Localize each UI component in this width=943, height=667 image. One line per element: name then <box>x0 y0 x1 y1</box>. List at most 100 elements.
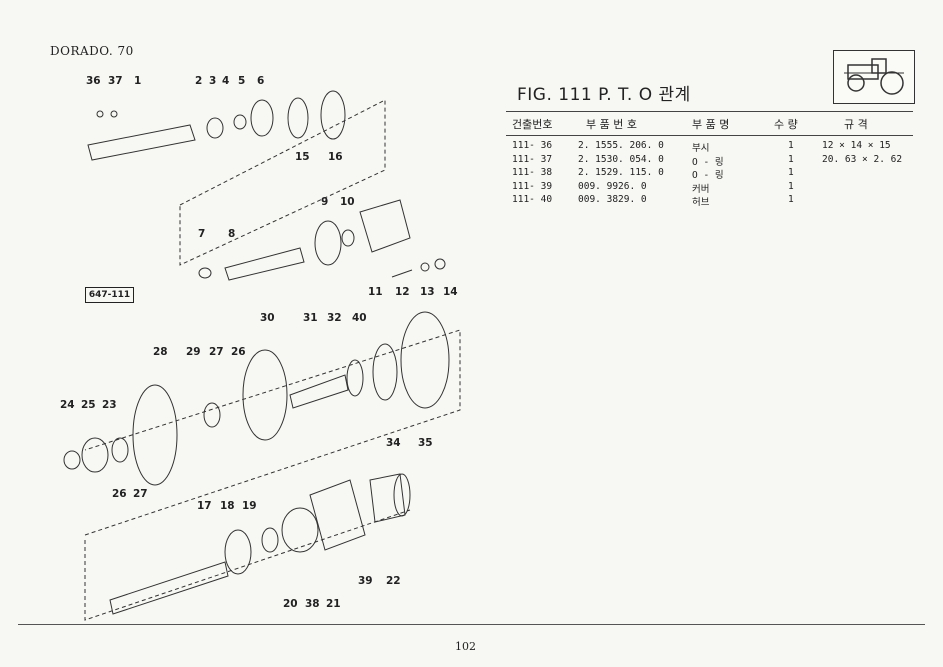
bearing <box>111 437 129 463</box>
table-cell: 커버 <box>692 183 710 195</box>
table-cell: 허브 <box>692 197 710 209</box>
hub-end <box>393 473 411 517</box>
table-cell: 1 <box>788 167 794 179</box>
callout: 31 <box>303 312 318 324</box>
callout: 3 <box>209 75 216 87</box>
shaft <box>87 124 196 161</box>
table-cell: 2. 1530. 054. 0 <box>578 153 664 165</box>
callout: 26 <box>231 346 246 358</box>
callout: 35 <box>418 437 433 449</box>
sleeve <box>372 343 398 401</box>
callout: 14 <box>443 286 458 298</box>
callout: 36 <box>86 75 101 87</box>
callout: 29 <box>186 346 201 358</box>
table-cell: 009. 9926. 0 <box>578 180 647 192</box>
table-row: 111- 40 009. 3829. 0 허브 1 <box>506 194 913 208</box>
callout: 9 <box>321 196 328 208</box>
col-header: 수 량 <box>774 118 798 131</box>
callout: 18 <box>220 500 235 512</box>
callout: 10 <box>340 196 355 208</box>
table-cell: 20. 63 × 2. 62 <box>822 153 903 165</box>
gear <box>242 349 288 441</box>
bolt <box>391 269 413 278</box>
gear <box>346 359 364 397</box>
exploded-parts-diagram: 36 37 1 2 3 4 5 6 15 16 9 10 7 8 11 12 1… <box>60 75 461 621</box>
callout: 11 <box>368 286 383 298</box>
table-cell: 부시 <box>692 143 710 154</box>
callout: 15 <box>295 151 310 163</box>
ring <box>198 267 212 279</box>
shaft <box>109 561 229 615</box>
table-cell: 1 <box>788 153 794 165</box>
callout: 8 <box>228 228 235 240</box>
callout: 21 <box>326 598 341 610</box>
col-header: 부 품 명 <box>692 118 730 131</box>
bearing <box>206 117 224 139</box>
callout: 38 <box>305 598 320 610</box>
table-cell: 1 <box>788 194 794 206</box>
table-cell: 111- 40 <box>512 194 553 206</box>
bearing <box>250 99 274 137</box>
col-header: 건출번호 <box>512 118 553 131</box>
shaft <box>289 374 349 409</box>
callout: 37 <box>108 75 123 87</box>
table-top-rule <box>506 111 913 112</box>
table-cell: O - 링 <box>692 156 724 168</box>
callout: 30 <box>260 312 275 324</box>
table-cell: 1 <box>788 140 794 151</box>
table-cell: 1 <box>788 180 794 192</box>
gear <box>320 90 346 140</box>
table-row: 111- 37 2. 1530. 054. 0 O - 링 1 20. 63 × 2. … <box>506 154 913 168</box>
cover-plate <box>359 199 411 253</box>
assembly-outline <box>179 99 386 266</box>
table-cell: O - 링 <box>692 170 724 182</box>
table-header: 건출번호 부 품 번 호 부 품 명 수 량 규 격 <box>506 116 913 132</box>
figure-title: FIG. 111 P. T. O 관계 <box>517 85 691 105</box>
assembly-outline <box>84 509 411 621</box>
callout: 26 <box>112 488 127 500</box>
callout: 12 <box>395 286 410 298</box>
callout: 20 <box>283 598 298 610</box>
callout: 27 <box>133 488 148 500</box>
callout: 2 <box>195 75 202 87</box>
table-row: 111- 39 009. 9926. 0 커버 1 <box>506 181 913 195</box>
table-cell: 009. 3829. 0 <box>578 194 647 206</box>
bearing <box>81 437 109 473</box>
callout: 24 <box>60 399 75 411</box>
callout: 40 <box>352 312 367 324</box>
page-number: 102 <box>455 640 476 653</box>
table-cell: 111- 37 <box>512 153 553 165</box>
table-cell: 12 × 14 × 15 <box>822 140 891 151</box>
table-cell: 111- 39 <box>512 180 553 192</box>
callout: 13 <box>420 286 435 298</box>
table-cell: 2. 1555. 206. 0 <box>578 140 664 151</box>
ring <box>261 527 279 553</box>
callout: 17 <box>197 500 212 512</box>
callout: 39 <box>358 575 373 587</box>
shaft <box>224 247 305 281</box>
ring <box>281 507 319 553</box>
callout: 4 <box>222 75 229 87</box>
callout: 16 <box>328 151 343 163</box>
gear <box>400 311 450 409</box>
cover <box>309 479 366 551</box>
assembly-outline <box>84 329 461 536</box>
gear <box>287 97 309 139</box>
callout: 1 <box>134 75 141 87</box>
table-header-rule <box>506 135 913 136</box>
callout: 34 <box>386 437 401 449</box>
callout-labels: 36 37 1 2 3 4 5 6 15 16 9 10 7 8 11 12 1… <box>60 75 458 610</box>
bearing <box>224 529 252 575</box>
washer <box>233 114 247 130</box>
callout: 25 <box>81 399 96 411</box>
bearing <box>314 220 342 266</box>
callout: 6 <box>257 75 264 87</box>
callout: 7 <box>198 228 205 240</box>
page-bottom-rule <box>18 624 925 625</box>
col-header: 부 품 번 호 <box>586 118 637 131</box>
callout: 28 <box>153 346 168 358</box>
table-cell: 111- 38 <box>512 167 553 179</box>
callout: 27 <box>209 346 224 358</box>
bearing <box>203 402 221 428</box>
